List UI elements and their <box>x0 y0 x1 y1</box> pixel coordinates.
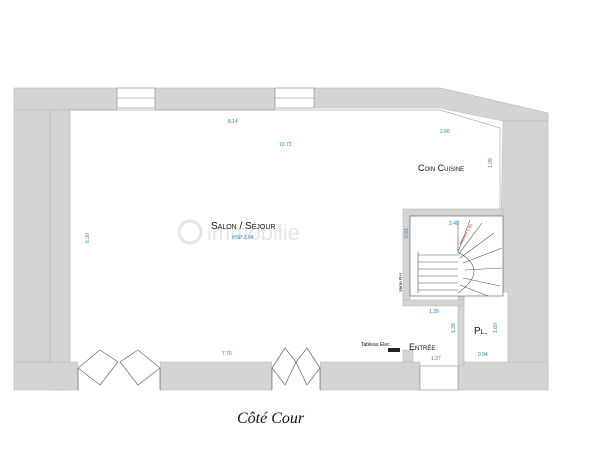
caption-cote-cour: Côté Cour <box>237 410 305 427</box>
staircase <box>409 215 504 297</box>
main-room-outline <box>70 109 501 209</box>
dim-entry-depth: 1.38 <box>451 323 457 333</box>
wall-bottom-left <box>13 361 79 391</box>
wall-tableau-stub <box>402 349 414 363</box>
dim-entry-bottom: 1.37 <box>431 356 441 362</box>
dim-placard-depth: 1.60 <box>493 323 499 333</box>
staircase-frame <box>409 215 504 297</box>
dim-right-wall: 1.09 <box>488 158 494 168</box>
wall-bottom-mid <box>159 361 273 391</box>
watermark: immobilie <box>177 219 300 245</box>
label-entree: Entrée <box>409 342 435 352</box>
electrical-panel <box>388 348 400 352</box>
dim-top-diagonal: 10.73 <box>279 142 292 148</box>
wall-entry-divider <box>402 299 465 307</box>
dim-stair-width: 2.40 <box>449 221 459 227</box>
dimensions: 8.14 10.73 2.66 1.09 6.30 2.40 0.91 1.39… <box>85 119 499 362</box>
label-tableau-elec: Tableau Elec. <box>361 342 391 348</box>
dim-placard-width: 0.94 <box>478 352 488 358</box>
label-hsp: HSP 2,54 <box>232 235 253 241</box>
wall-bottom-far-right <box>457 361 549 391</box>
wall-top-left <box>13 87 118 111</box>
entry-door-opening <box>419 365 459 391</box>
label-salon: Salon / Séjour <box>211 221 275 232</box>
label-cuisine: Coin Cuisine <box>418 163 464 173</box>
french-doors <box>77 347 321 390</box>
watermark-logo <box>177 219 203 245</box>
french-door-left <box>77 349 161 390</box>
french-door-right <box>271 347 321 390</box>
wall-top-middle <box>154 87 276 111</box>
windows <box>116 87 459 391</box>
label-placard: Pl. <box>474 326 487 337</box>
label-verre: Verre R+I <box>398 273 403 292</box>
dim-entry-width: 1.39 <box>429 309 439 315</box>
wall-top-right <box>313 87 549 122</box>
watermark-text: immobilie <box>207 220 300 245</box>
wall-right-exterior <box>499 120 549 387</box>
dim-top-wall: 8.14 <box>228 119 238 125</box>
dim-left-wall: 6.30 <box>85 233 91 243</box>
wall-left-inner <box>49 109 71 391</box>
wall-left-exterior <box>13 109 51 363</box>
dim-bottom-wall: 7.76 <box>222 351 232 357</box>
wall-bottom-right <box>319 361 421 391</box>
dim-stair-depth: 0.91 <box>404 228 410 238</box>
dim-slant: 2.66 <box>440 129 450 135</box>
